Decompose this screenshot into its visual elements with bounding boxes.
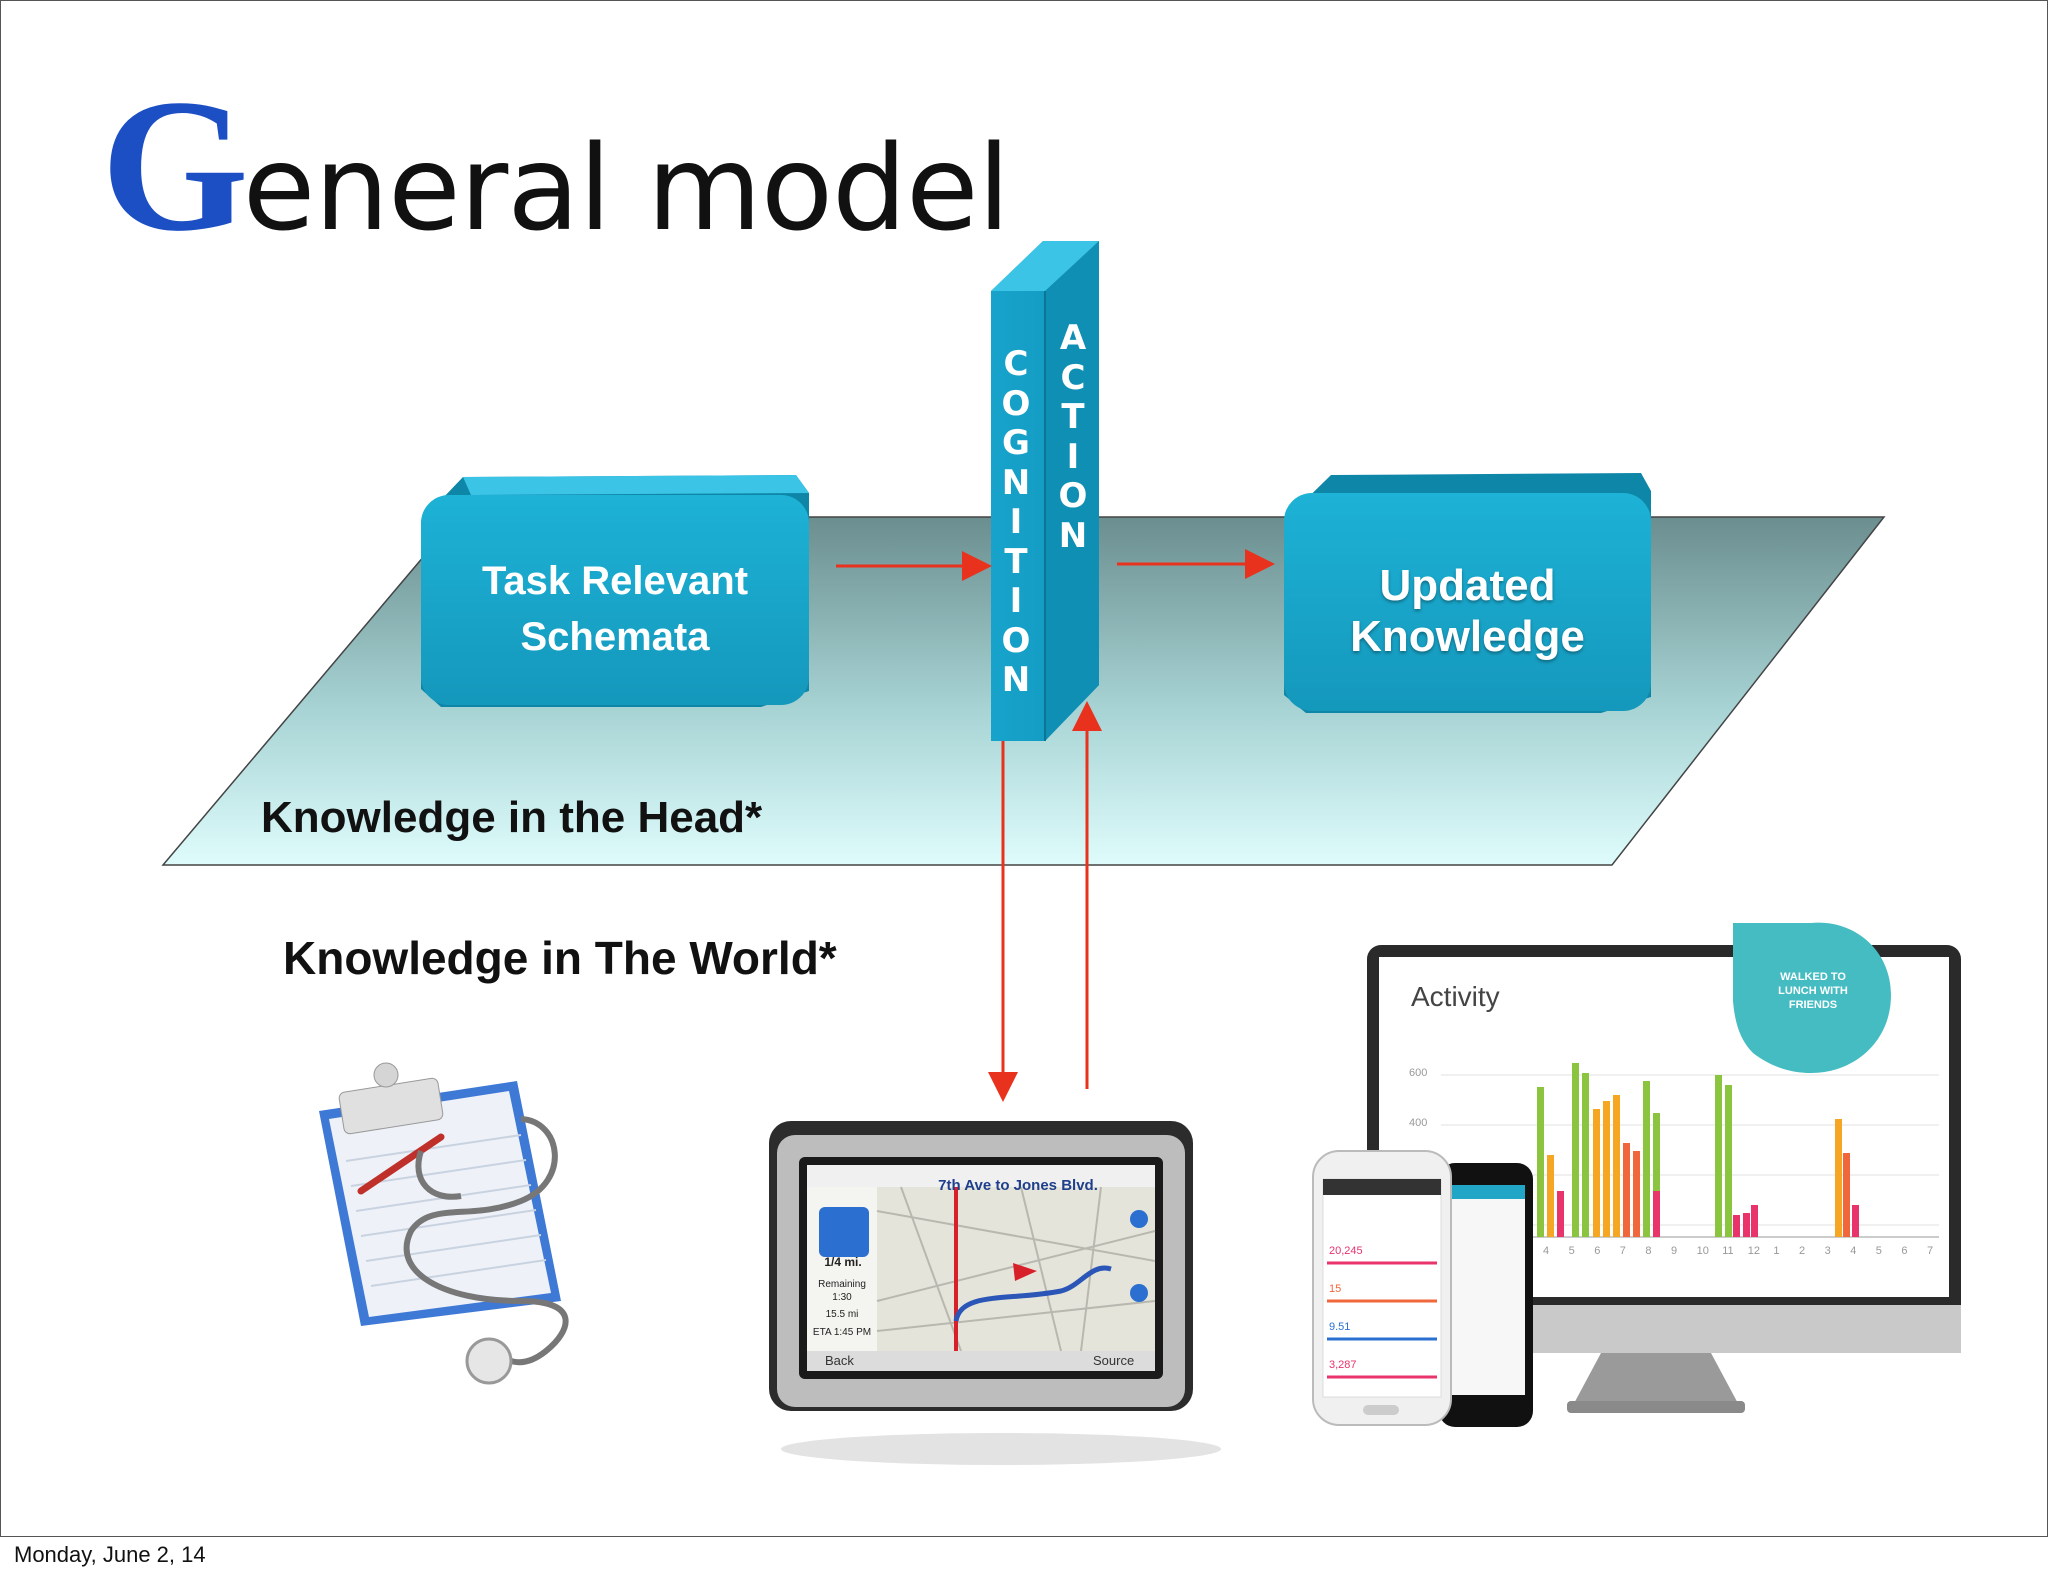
- cognition-col-letter: C: [1003, 344, 1029, 384]
- gps-street: 7th Ave to Jones Blvd.: [938, 1177, 1098, 1194]
- gps-back-button[interactable]: Back: [825, 1353, 854, 1368]
- cognition-col-letter: I: [1009, 502, 1023, 542]
- gps-remaining-time: 1:30: [832, 1292, 852, 1303]
- activity-x-tick: 4: [1543, 1245, 1550, 1257]
- schemata-label: Task Relevant Schemata: [421, 553, 809, 665]
- action-col-letter: O: [1058, 476, 1088, 516]
- activity-x-tick: 4: [1850, 1245, 1857, 1257]
- activity-x-tick: 1: [1773, 1245, 1780, 1257]
- cognition-col-letter: T: [1004, 541, 1028, 582]
- activity-x-tick: 11: [1722, 1245, 1734, 1257]
- slide: General model: [0, 0, 2048, 1537]
- activity-x-tick: 5: [1568, 1245, 1575, 1257]
- diagram-svg: [161, 241, 1961, 1465]
- gps-source-button[interactable]: Source: [1093, 1353, 1135, 1368]
- phone-stat-value: 15: [1329, 1283, 1342, 1295]
- updated-knowledge-box: [1284, 473, 1651, 713]
- cognition-col-letter: G: [1002, 423, 1030, 463]
- schemata-box: [421, 475, 809, 707]
- activity-x-tick: 6: [1594, 1245, 1601, 1257]
- activity-x-tick: 5: [1875, 1245, 1882, 1257]
- action-col-letter: I: [1066, 436, 1080, 477]
- activity-x-tick: 12: [1747, 1245, 1761, 1257]
- knowledge-head-label: Knowledge in the Head*: [261, 793, 763, 842]
- gps-distance: 1/4 mi.: [824, 1255, 862, 1269]
- updated-knowledge-label: Updated Knowledge: [1284, 561, 1651, 662]
- clipboard-stethoscope-image: [319, 1062, 569, 1385]
- activity-y-tick: 600: [1409, 1067, 1428, 1079]
- activity-heading: Activity: [1411, 981, 1500, 1012]
- knowledge-world-label: Knowledge in The World*: [283, 932, 837, 984]
- gps-eta: ETA 1:45 PM: [812, 1327, 872, 1338]
- gps-remaining-dist: 15.5 mi: [825, 1309, 859, 1320]
- activity-bubble-text: WALKED TO LUNCH WITH FRIENDS: [1778, 971, 1848, 1011]
- cognition-col-letter: O: [1001, 620, 1031, 661]
- bubble-shape: [1733, 922, 1891, 1073]
- action-col-letter: C: [1060, 357, 1086, 398]
- page-title: General model: [101, 71, 1011, 261]
- activity-y-tick: 400: [1409, 1117, 1428, 1129]
- footer-date: Monday, June 2, 14: [14, 1542, 206, 1567]
- cognition-action-pillar: [991, 241, 1099, 741]
- phone-stat-value: 20,245: [1329, 1245, 1363, 1257]
- action-col-letter: T: [1061, 397, 1085, 437]
- schemata-line-2: Schemata: [520, 615, 710, 659]
- title-initial: G: [101, 61, 249, 271]
- gps-device-image: [769, 1121, 1221, 1465]
- activity-x-tick: 10: [1696, 1245, 1709, 1257]
- updated-line-2: Knowledge: [1350, 611, 1585, 661]
- action-col-letter: N: [1058, 515, 1088, 556]
- phone-stat-value: 9.51: [1329, 1321, 1351, 1333]
- activity-x-tick: 8: [1645, 1245, 1652, 1257]
- activity-x-tick: 6: [1901, 1245, 1908, 1257]
- gps-remaining-label: Remaining: [818, 1279, 866, 1290]
- title-rest: eneral model: [242, 119, 1011, 257]
- activity-x-tick: 2: [1799, 1245, 1806, 1257]
- activity-x-tick: 7: [1619, 1245, 1626, 1257]
- updated-line-1: Updated: [1379, 561, 1556, 610]
- cognition-col-letter: I: [1009, 581, 1023, 621]
- cognition-col-letter: N: [1001, 660, 1031, 700]
- cognition-col-letter: N: [1001, 462, 1031, 503]
- action-col-letter: A: [1059, 318, 1087, 358]
- schemata-line-1: Task Relevant: [481, 559, 749, 603]
- smartphones-image: [1312, 1150, 1533, 1427]
- activity-x-tick: 3: [1824, 1245, 1831, 1257]
- activity-x-tick: 7: [1927, 1245, 1934, 1257]
- activity-x-tick: 9: [1671, 1245, 1678, 1257]
- cognition-col-letter: O: [1001, 383, 1031, 424]
- phone-stat-value: 3,287: [1329, 1359, 1357, 1371]
